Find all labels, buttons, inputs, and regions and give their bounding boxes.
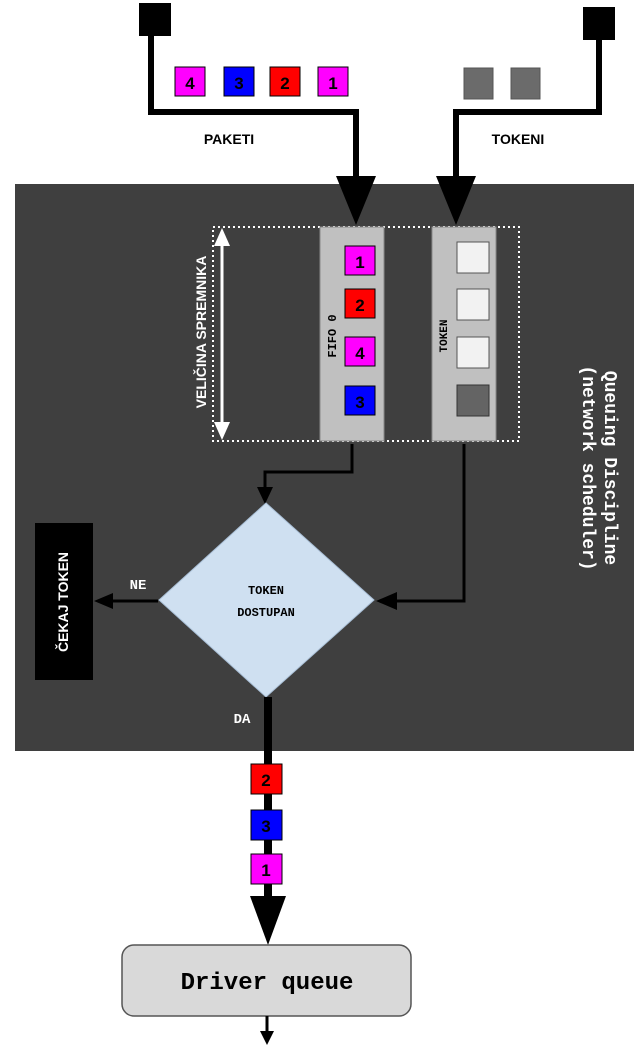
- token-to-decision-arrowhead: [376, 592, 397, 610]
- tokens-input-arrowhead: [436, 176, 476, 225]
- fifo-packet-box: [344, 385, 376, 416]
- incoming-packet-label: 3: [234, 74, 243, 93]
- token-slot-full: [456, 241, 490, 274]
- packets-input-line: [148, 36, 359, 180]
- fifo-packet: 2: [344, 288, 376, 319]
- token-slot-full: [456, 336, 490, 369]
- output-packet: 2: [250, 763, 283, 795]
- decision-text-line1: TOKEN: [248, 584, 284, 598]
- incoming-packet: 1: [317, 66, 349, 97]
- tokens-source-terminal: [583, 7, 615, 40]
- buffer-size-label: VELIČINA SPREMNIKA: [192, 256, 209, 409]
- output-packets: 2 3 1: [250, 763, 283, 885]
- fifo-packets: 1 2 4 3: [344, 245, 376, 416]
- no-branch-arrowhead: [94, 593, 113, 609]
- incoming-packet-label: 1: [328, 74, 337, 93]
- yes-label: DA: [234, 712, 251, 728]
- qdisc-title-line1: Queuing Discipline: [599, 371, 619, 565]
- incoming-token: [510, 67, 541, 100]
- wait-token-label: ČEKAJ TOKEN: [54, 552, 71, 652]
- incoming-packet-box: [223, 66, 255, 97]
- output-packet-label: 2: [261, 771, 270, 790]
- fifo-label: FIFO 0: [326, 314, 340, 357]
- token-to-decision-line: [394, 444, 466, 603]
- incoming-packet-label: 2: [280, 74, 289, 93]
- output-packet: 1: [250, 853, 283, 885]
- no-label: NE: [130, 578, 147, 594]
- fifo-packet-label: 1: [355, 253, 364, 272]
- packets-source-terminal: [139, 3, 171, 36]
- packets-label: PAKETI: [204, 131, 254, 147]
- tokens-label: TOKENI: [492, 131, 545, 147]
- incoming-packet: 4: [174, 66, 206, 97]
- output-packet-box: [250, 763, 283, 795]
- fifo-packet-label: 3: [355, 393, 364, 412]
- output-arrowhead: [250, 896, 286, 945]
- driver-queue-label: Driver queue: [181, 970, 354, 997]
- tokens-input-line: [453, 40, 602, 180]
- decision-text-line2: DOSTUPAN: [237, 606, 295, 620]
- fifo-packet-box: [344, 245, 376, 276]
- qdisc-title-line2: (network scheduler): [577, 365, 597, 570]
- incoming-packet-box: [269, 66, 301, 97]
- incoming-packet: 3: [223, 66, 255, 97]
- fifo-packet: 3: [344, 385, 376, 416]
- fifo-packet-box: [344, 336, 376, 367]
- token-slot-full: [456, 288, 490, 321]
- fifo-packet-label: 2: [355, 296, 364, 315]
- fifo-to-decision-line: [263, 444, 354, 490]
- token-slot-empty: [456, 384, 490, 417]
- fifo-packet-box: [344, 288, 376, 319]
- fifo-to-decision-arrowhead: [257, 487, 273, 504]
- output-packet-label: 1: [261, 861, 270, 880]
- buffer-size-arrow-top: [214, 228, 230, 246]
- output-packet: 3: [250, 809, 283, 841]
- output-packet-label: 3: [261, 817, 270, 836]
- incoming-packets: 4 3 2 1: [174, 66, 349, 97]
- output-packet-box: [250, 809, 283, 841]
- fifo-packet: 4: [344, 336, 376, 367]
- token-column-label: TOKEN: [439, 319, 451, 352]
- incoming-packet-box: [174, 66, 206, 97]
- incoming-packet-box: [317, 66, 349, 97]
- buffer-size-arrow-bottom: [214, 422, 230, 440]
- driver-exit-arrowhead: [260, 1031, 274, 1045]
- output-packet-box: [250, 853, 283, 885]
- incoming-token: [463, 67, 494, 100]
- fifo-packet: 1: [344, 245, 376, 276]
- incoming-packet: 2: [269, 66, 301, 97]
- fifo-packet-label: 4: [355, 344, 365, 363]
- wait-token-box: [35, 523, 93, 680]
- incoming-packet-label: 4: [185, 74, 195, 93]
- packets-input-arrowhead: [336, 176, 376, 225]
